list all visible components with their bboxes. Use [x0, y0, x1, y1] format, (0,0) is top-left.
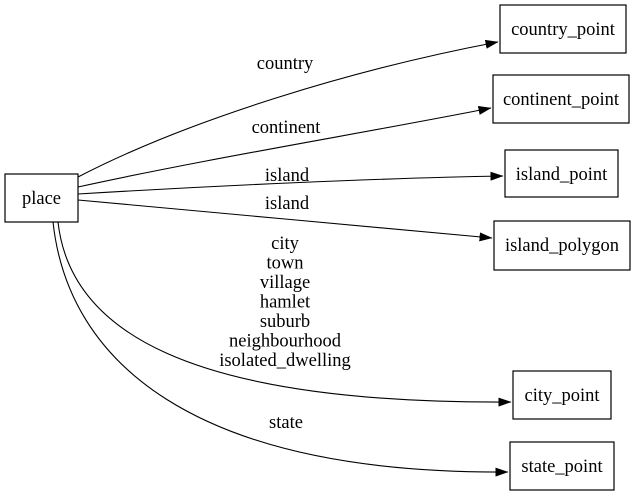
node-continent_point: continent_point	[492, 74, 630, 124]
node-state_point-label: state_point	[521, 457, 603, 477]
edge-label-isolated-dwelling: isolated_dwelling	[219, 351, 351, 371]
edge-label-city-multiline: city town village hamlet suburb neighbou…	[219, 234, 351, 371]
node-island_point-box	[504, 149, 619, 198]
node-continent_point-label: continent_point	[503, 90, 620, 110]
edge-label-state: state	[269, 413, 303, 433]
node-country_point-label: country_point	[511, 20, 616, 40]
node-state_point-box	[509, 441, 615, 491]
edge-place-city_point	[57, 221, 512, 407]
edge-label-continent: continent	[252, 118, 322, 138]
edge-place-state_point	[52, 221, 509, 477]
node-island_polygon-box	[493, 220, 631, 271]
node-state_point: state_point	[509, 441, 615, 491]
node-continent_point-box	[492, 74, 630, 124]
edge-label-neighbourhood: neighbourhood	[229, 332, 342, 352]
node-island_point-label: island_point	[516, 165, 608, 185]
node-island_polygon-label: island_polygon	[505, 236, 619, 256]
node-city_point-box	[512, 370, 612, 420]
edge-label-hamlet: hamlet	[260, 293, 311, 313]
node-country_point: country_point	[499, 4, 627, 54]
edge-label-village: village	[260, 273, 310, 293]
edge-place-continent_point	[77, 106, 492, 188]
edge-label-country: country	[257, 54, 314, 74]
node-island_point: island_point	[504, 149, 619, 198]
node-place-label: place	[22, 189, 61, 209]
node-place: place	[4, 173, 79, 223]
edge-place-island_point	[77, 171, 504, 195]
edge-place-island_polygon	[77, 199, 493, 242]
node-city_point-label: city_point	[524, 386, 600, 406]
edge-label-town: town	[267, 254, 304, 274]
edge-label-island-polygon: island	[265, 194, 310, 214]
edge-place-country_point	[77, 39, 499, 178]
edge-label-city: city	[271, 234, 299, 254]
node-country_point-box	[499, 4, 627, 54]
node-city_point: city_point	[512, 370, 612, 420]
edge-label-suburb: suburb	[260, 312, 310, 332]
node-island_polygon: island_polygon	[493, 220, 631, 271]
edge-label-island-point: island	[265, 166, 310, 186]
node-place-box	[4, 173, 79, 223]
